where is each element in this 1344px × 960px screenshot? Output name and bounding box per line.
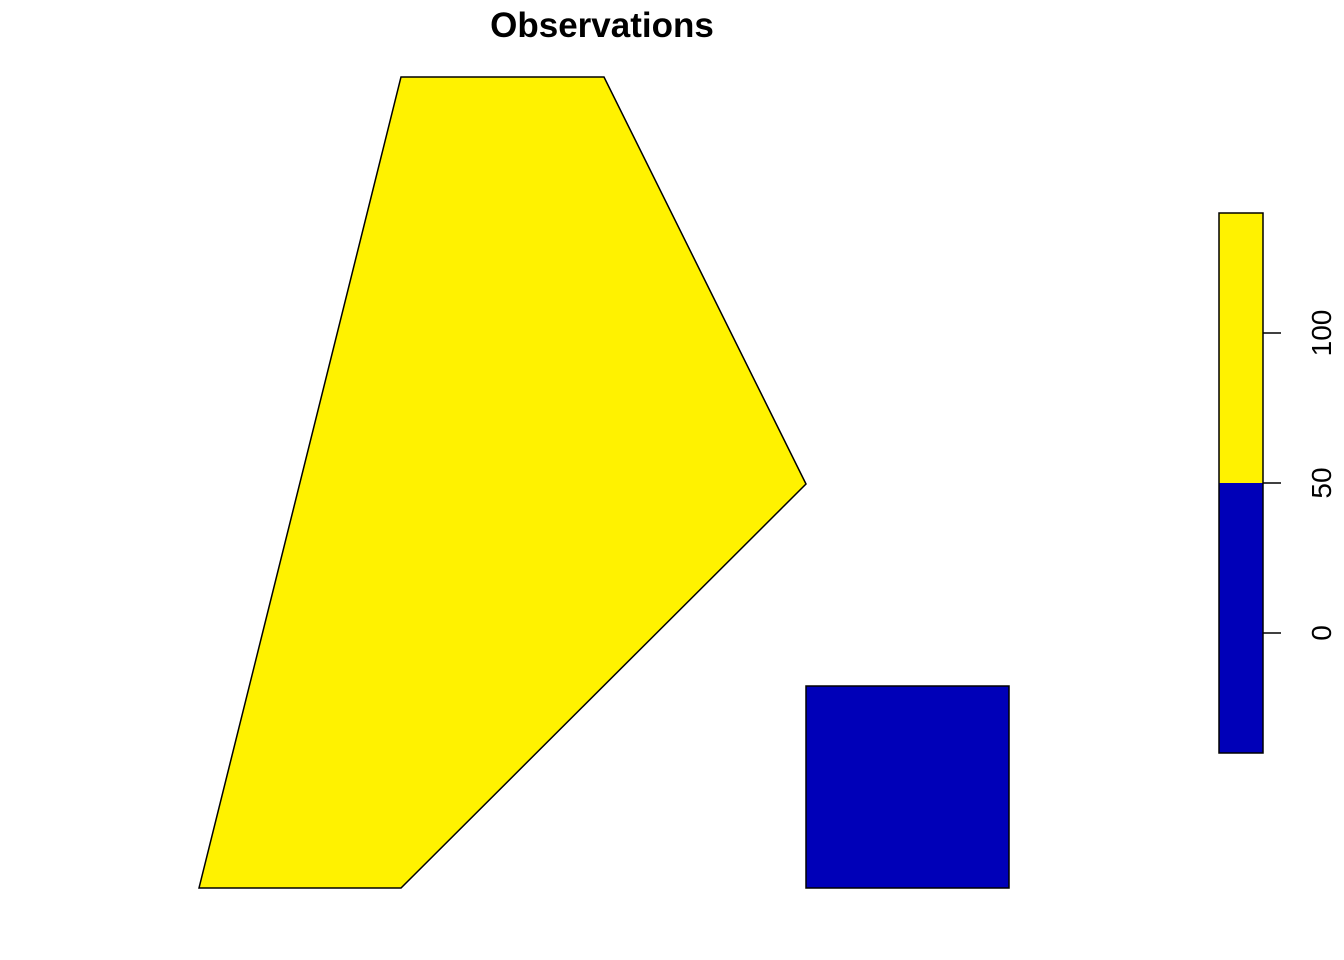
legend-color-bin-2 — [1219, 213, 1263, 483]
legend-tick-label-50: 50 — [1306, 467, 1337, 498]
map-region-1 — [198, 76, 807, 889]
map-region-2 — [805, 685, 1010, 889]
legend-tick-label-0: 0 — [1306, 625, 1337, 641]
map-regions — [198, 76, 1010, 889]
color-legend: 0 50 100 — [1218, 212, 1337, 754]
legend-color-bin-1 — [1219, 483, 1263, 753]
chart-title: Observations — [490, 6, 714, 45]
legend-tick-label-100: 100 — [1306, 310, 1337, 357]
